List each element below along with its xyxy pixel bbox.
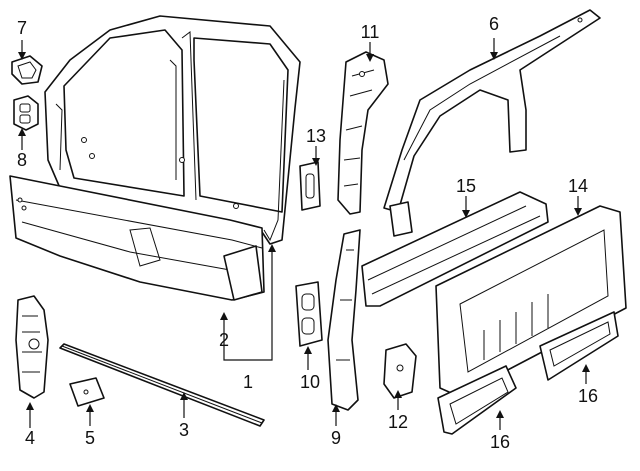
callout-1: 1	[243, 372, 253, 392]
callout-7: 7	[17, 18, 27, 38]
callout-5: 5	[85, 428, 95, 448]
callout-16-left: 16	[490, 432, 510, 452]
callout-11: 11	[361, 22, 380, 42]
leader-lines	[18, 38, 590, 430]
part-4-pillar-bracket	[15, 295, 49, 399]
part-9-lower-pillar	[327, 229, 361, 411]
part-5-plate	[69, 377, 105, 407]
part-2-rocker-panel	[9, 175, 265, 301]
part-7-bracket	[11, 55, 43, 85]
part-16-vent-panel-right	[539, 311, 619, 381]
callout-3: 3	[179, 420, 189, 440]
callout-4: 4	[25, 428, 35, 448]
part-14-box-side-panel	[435, 205, 627, 397]
part-12-bracket	[383, 343, 417, 399]
callout-8: 8	[17, 150, 27, 170]
callout-12: 12	[388, 412, 408, 432]
callout-10: 10	[300, 372, 320, 392]
part-10-plate	[295, 281, 323, 347]
part-11-upper-pillar	[337, 51, 389, 215]
callout-13: 13	[306, 126, 326, 146]
callout-9: 9	[331, 428, 341, 448]
callout-15: 15	[456, 176, 476, 196]
part-8-bracket	[13, 95, 39, 131]
part-16-vent-panel-left	[437, 365, 517, 435]
callout-14: 14	[568, 176, 588, 196]
callout-16-right: 16	[578, 386, 598, 406]
callout-2: 2	[219, 330, 229, 350]
part-1-body-side-frame	[44, 15, 301, 245]
part-3-sill-strip	[59, 343, 265, 427]
part-6-roof-rail	[383, 9, 601, 237]
callout-6: 6	[489, 14, 499, 34]
part-15-crossmember	[361, 191, 549, 307]
part-13-pad	[299, 161, 321, 211]
